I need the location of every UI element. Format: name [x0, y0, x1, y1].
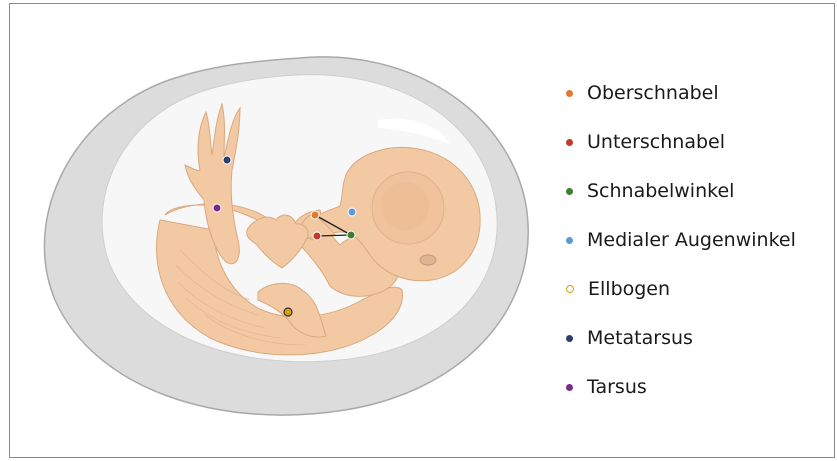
legend-dot — [566, 188, 573, 195]
point-unterschnabel — [313, 232, 321, 240]
legend-dot — [566, 139, 573, 146]
legend-dot — [566, 335, 573, 342]
legend-label: Oberschnabel — [587, 82, 719, 104]
legend-item-metatarsus: Metatarsus — [566, 319, 796, 357]
legend: Oberschnabel Unterschnabel Schnabelwinke… — [566, 74, 796, 417]
legend-dot — [566, 237, 573, 244]
point-medialer-augenwinkel — [348, 208, 356, 216]
legend-label: Tarsus — [587, 376, 647, 398]
legend-dot — [566, 285, 574, 293]
point-ellbogen — [284, 308, 292, 316]
legend-dot — [566, 384, 573, 391]
legend-item-schnabelwinkel: Schnabelwinkel — [566, 172, 796, 210]
point-metatarsus — [223, 156, 231, 164]
legend-label: Unterschnabel — [587, 131, 725, 153]
point-oberschnabel — [311, 211, 319, 219]
point-tarsus — [213, 204, 221, 212]
legend-item-tarsus: Tarsus — [566, 368, 796, 406]
legend-item-oberschnabel: Oberschnabel — [566, 74, 796, 112]
legend-item-medialer-augenwinkel: Medialer Augenwinkel — [566, 221, 796, 259]
legend-label: Medialer Augenwinkel — [587, 229, 796, 251]
legend-label: Ellbogen — [588, 278, 670, 300]
legend-label: Metatarsus — [587, 327, 693, 349]
legend-item-ellbogen: Ellbogen — [566, 270, 796, 308]
legend-label: Schnabelwinkel — [587, 180, 734, 202]
legend-item-unterschnabel: Unterschnabel — [566, 123, 796, 161]
point-schnabelwinkel — [347, 231, 355, 239]
legend-dot — [566, 90, 573, 97]
